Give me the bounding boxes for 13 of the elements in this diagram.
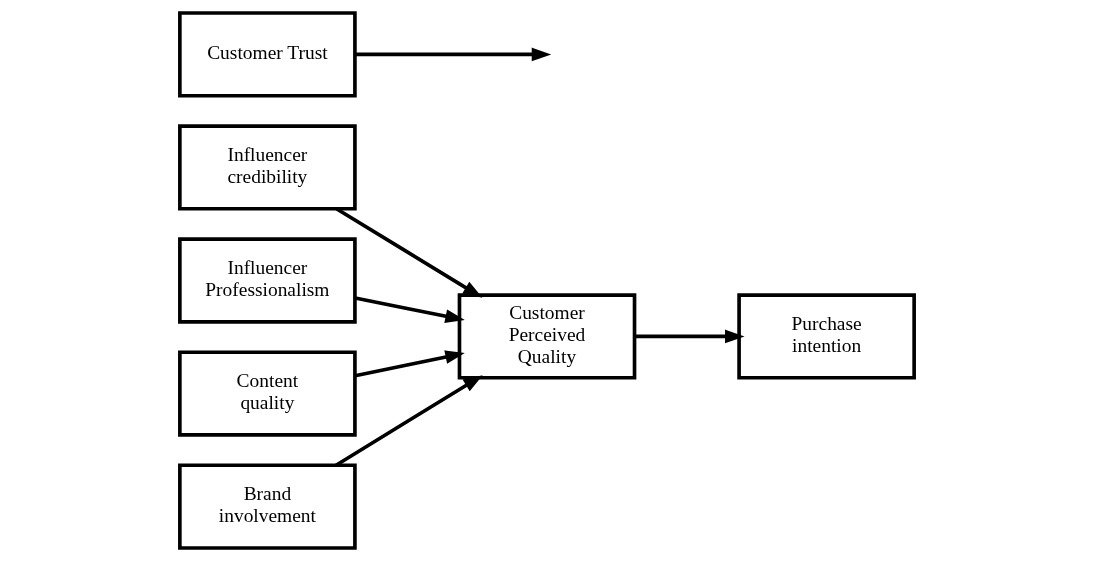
arrow — [334, 375, 483, 467]
arrow — [354, 47, 551, 62]
arrow — [354, 296, 465, 323]
node-box: Customer Trust — [177, 11, 357, 98]
node-box: Purchase intention — [736, 293, 916, 380]
node-box: Influencer credibility — [177, 124, 357, 211]
node-box: Brand involvement — [177, 463, 357, 550]
arrow — [634, 329, 745, 344]
node-box: Influencer Professionalism — [177, 237, 357, 324]
arrow — [354, 350, 465, 378]
arrow — [334, 207, 482, 298]
node-box: Customer Perceived Quality — [457, 293, 636, 380]
node-box: Content quality — [177, 350, 357, 437]
